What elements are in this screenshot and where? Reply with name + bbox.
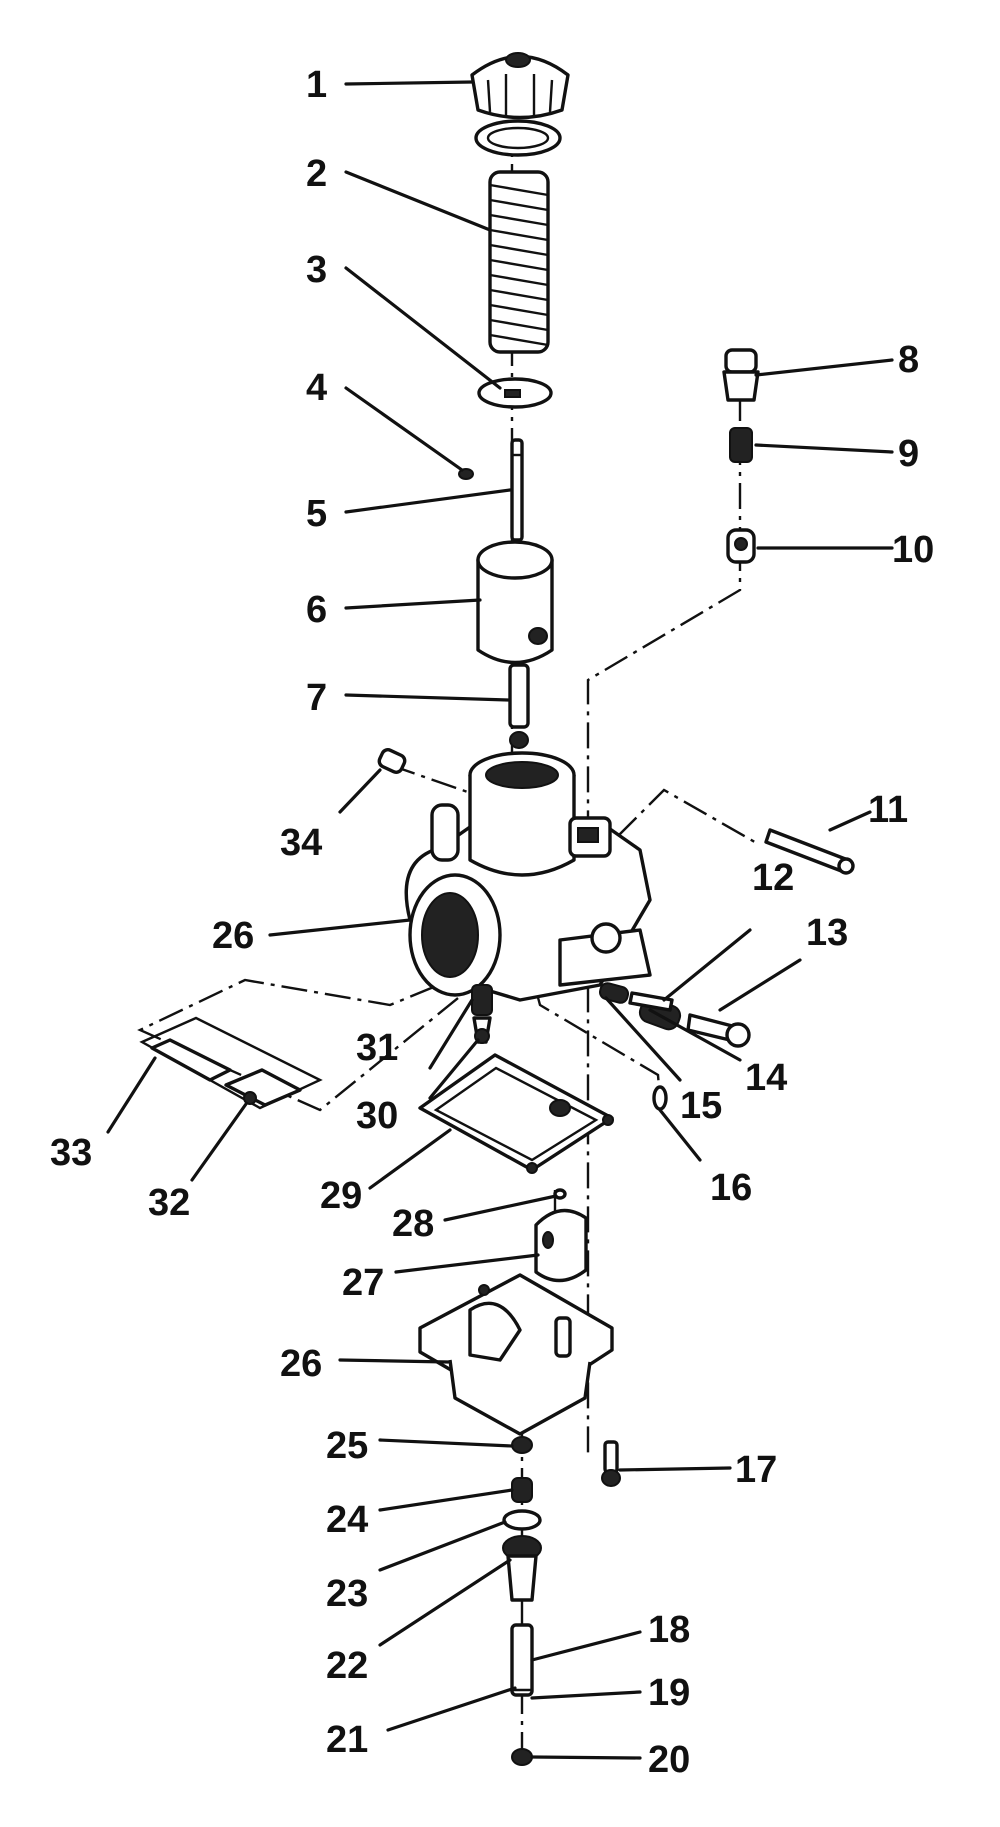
callout-30: 30 bbox=[356, 1095, 398, 1137]
callout-6: 6 bbox=[306, 589, 327, 631]
part-5-jet-needle bbox=[510, 438, 524, 542]
part-30-needle-valve bbox=[472, 1016, 492, 1044]
part-10-plunger bbox=[726, 528, 756, 564]
part-6-throttle-valve bbox=[476, 540, 554, 665]
callout-19: 19 bbox=[648, 1672, 690, 1714]
callout-10: 10 bbox=[892, 529, 934, 571]
part-25-washer bbox=[511, 1436, 533, 1454]
callout-34: 34 bbox=[280, 822, 322, 864]
callout-5: 5 bbox=[306, 493, 327, 535]
callout-21: 21 bbox=[326, 1719, 368, 1761]
callout-20: 20 bbox=[648, 1739, 690, 1781]
part-1-gasket-ring bbox=[474, 119, 562, 157]
part-3-retainer-plate bbox=[477, 377, 553, 409]
callout-24: 24 bbox=[326, 1499, 368, 1541]
callout-2: 2 bbox=[306, 153, 327, 195]
part-22-drain-plug bbox=[502, 1535, 542, 1602]
callout-1: 1 bbox=[306, 64, 327, 106]
part-16-o-ring bbox=[652, 1085, 668, 1111]
part-34-cap bbox=[377, 748, 407, 774]
callout-15: 15 bbox=[680, 1085, 722, 1127]
callout-18: 18 bbox=[648, 1609, 690, 1651]
part-24-main-jet bbox=[511, 1477, 533, 1503]
callout-26-upper: 26 bbox=[212, 915, 254, 957]
callout-13: 13 bbox=[806, 912, 848, 954]
callout-31: 31 bbox=[356, 1027, 398, 1069]
part-7-needle-jet bbox=[508, 663, 530, 749]
callout-32: 32 bbox=[148, 1182, 190, 1224]
carburetor-body bbox=[404, 751, 652, 1002]
callout-17: 17 bbox=[735, 1449, 777, 1491]
part-33-bracket-plate bbox=[139, 1016, 323, 1110]
callout-29: 29 bbox=[320, 1175, 362, 1217]
callout-16: 16 bbox=[710, 1167, 752, 1209]
part-13-adjusting-screw bbox=[686, 1013, 751, 1048]
callout-8: 8 bbox=[898, 339, 919, 381]
callout-33: 33 bbox=[50, 1132, 92, 1174]
part-20-washer bbox=[511, 1748, 533, 1766]
part-1-cap bbox=[470, 52, 570, 120]
callout-23: 23 bbox=[326, 1573, 368, 1615]
callout-22: 22 bbox=[326, 1645, 368, 1687]
part-32-clip bbox=[224, 1068, 302, 1107]
part-14-pilot-screw bbox=[628, 991, 674, 1012]
part-26-float-bowl bbox=[418, 1273, 614, 1436]
callout-labels: 1 2 3 4 5 6 7 8 9 10 11 12 13 14 15 16 1… bbox=[50, 64, 934, 1781]
callout-7: 7 bbox=[306, 677, 327, 719]
part-31-needle-valve-seat bbox=[471, 984, 493, 1016]
callout-9: 9 bbox=[898, 433, 919, 475]
part-8-screw-cap bbox=[722, 348, 760, 402]
callout-28: 28 bbox=[392, 1203, 434, 1245]
part-15-spring bbox=[598, 982, 630, 1004]
callout-27: 27 bbox=[342, 1262, 384, 1304]
part-23-o-ring bbox=[502, 1509, 542, 1531]
part-11-pin bbox=[764, 828, 855, 875]
leader-lines bbox=[106, 80, 894, 1760]
callout-11: 11 bbox=[868, 789, 908, 831]
callout-25: 25 bbox=[326, 1425, 368, 1467]
callout-4: 4 bbox=[306, 367, 327, 409]
callout-3: 3 bbox=[306, 249, 327, 291]
part-27-float bbox=[534, 1208, 588, 1283]
part-29-float-bowl-gasket bbox=[418, 1053, 614, 1174]
part-2-spring bbox=[488, 170, 550, 354]
part-9-spring bbox=[729, 427, 753, 463]
callout-12: 12 bbox=[752, 857, 794, 899]
part-17-bolt bbox=[601, 1440, 621, 1487]
part-26-intake-mouth bbox=[408, 873, 502, 997]
callout-14: 14 bbox=[745, 1057, 787, 1099]
callout-26-lower: 26 bbox=[280, 1343, 322, 1385]
part-18-21-drain-bolt bbox=[510, 1623, 534, 1697]
